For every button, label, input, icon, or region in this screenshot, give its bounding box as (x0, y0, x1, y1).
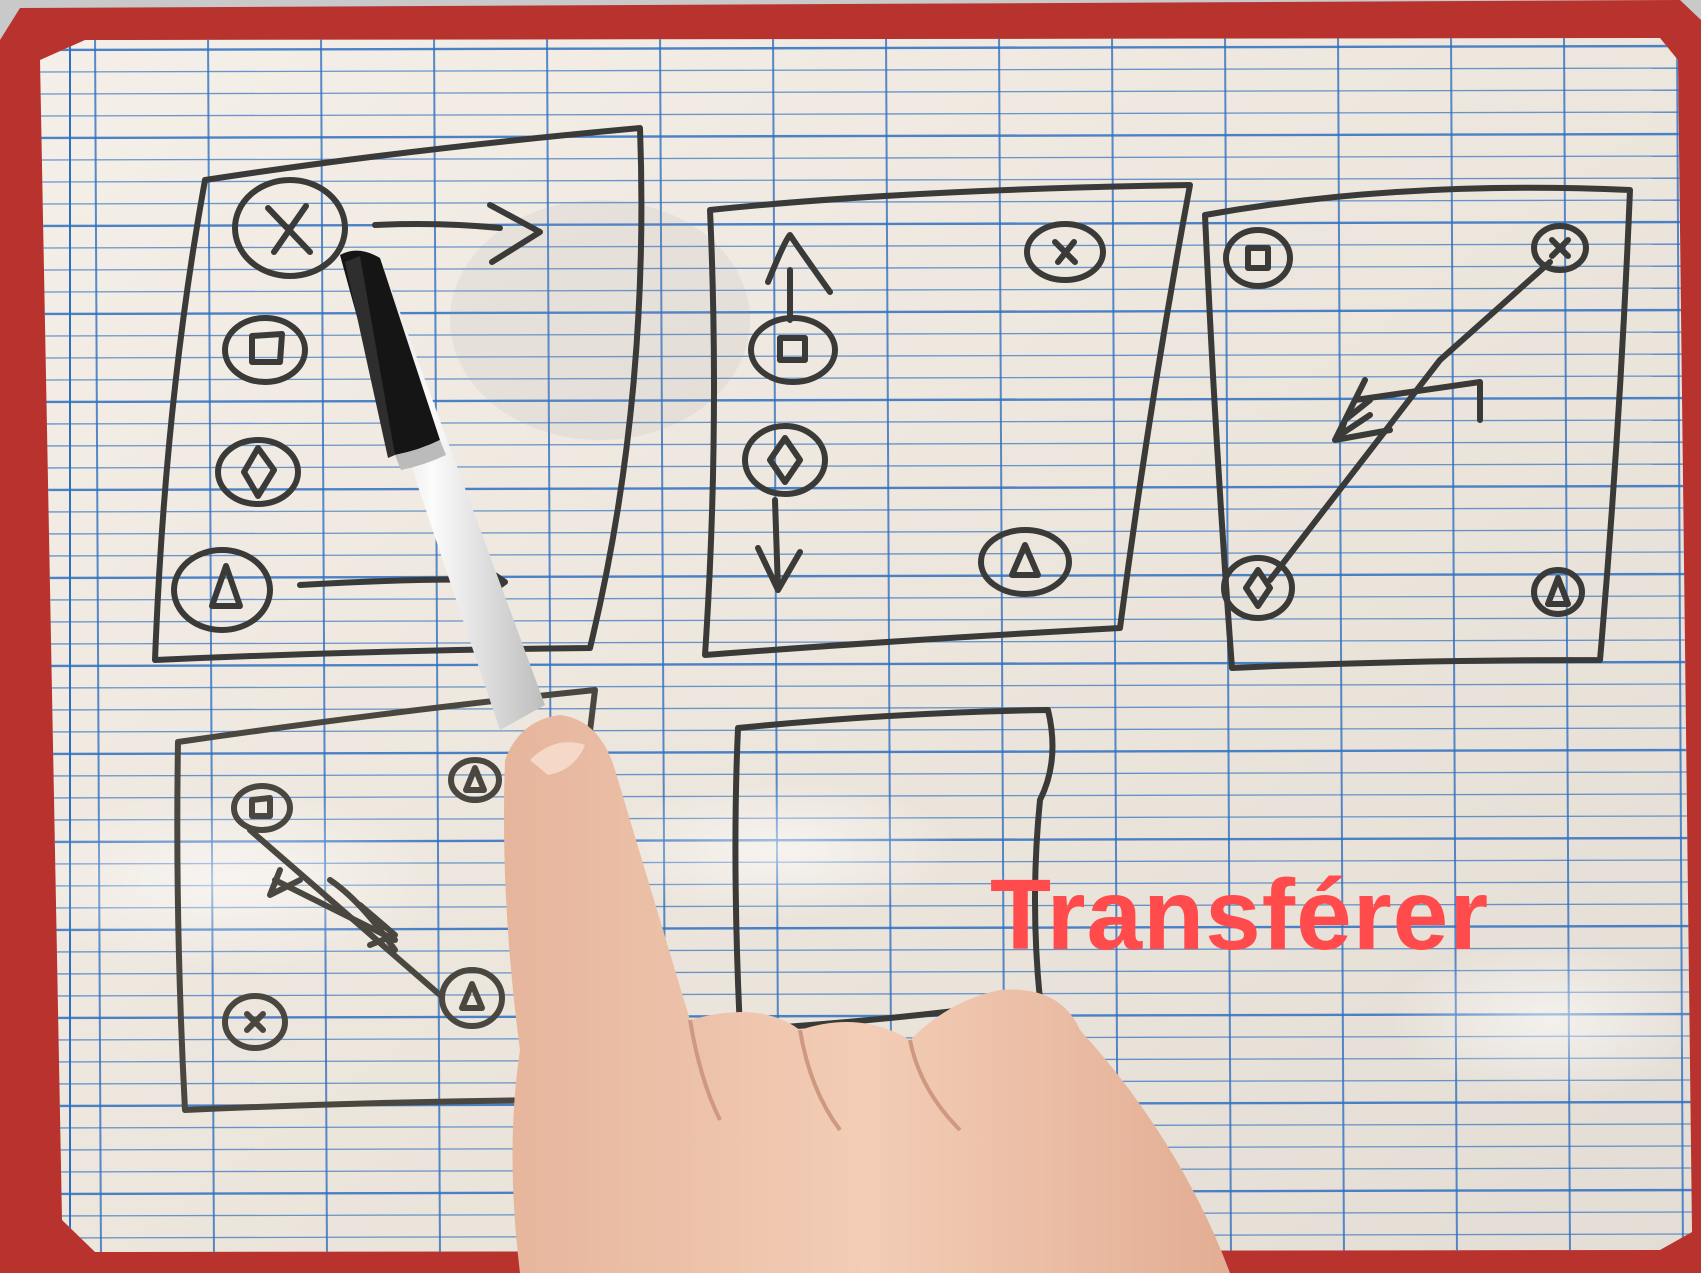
overlay-caption: Transférer (990, 865, 1489, 965)
